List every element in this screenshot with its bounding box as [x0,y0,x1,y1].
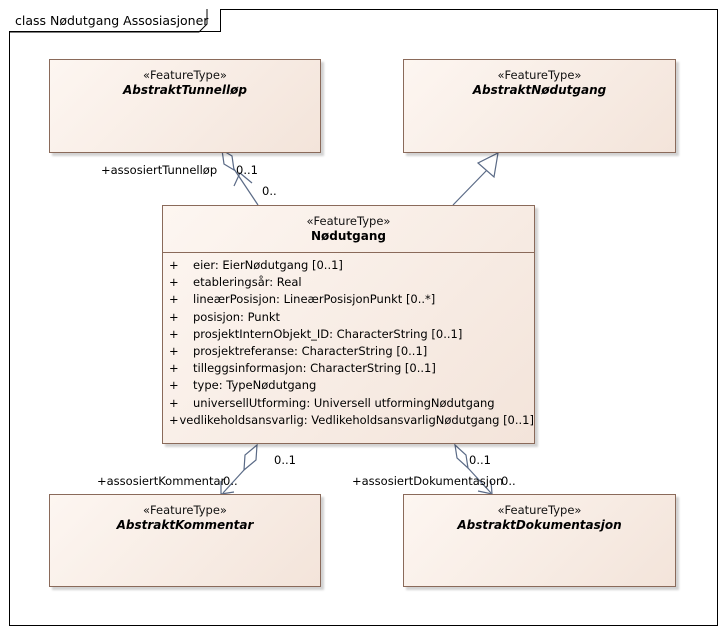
class-abstrakt-kommentar[interactable]: «FeatureType» AbstraktKommentar [49,494,321,587]
class-abstrakt-nodutgang[interactable]: «FeatureType» AbstraktNødutgang [403,59,676,153]
stereotype-label: «FeatureType» [143,503,227,517]
class-nodutgang[interactable]: «FeatureType» Nødutgang +eier: EierNødut… [162,205,535,444]
attribute-row[interactable]: +type: TypeNødutgang [169,378,317,393]
multiplicity-kommentar-source: 0..1 [274,453,296,467]
association-tunnellop[interactable] [221,148,259,206]
class-name: AbstraktKommentar [116,518,254,532]
class-name: AbstraktTunnelløp [123,83,247,97]
attribute-row[interactable]: +prosjektreferanse: CharacterString [0..… [169,344,428,359]
attribute-row[interactable]: +posisjon: Punkt [169,309,281,324]
attribute-row[interactable]: +tilleggsinformasjon: CharacterString [0… [169,361,436,376]
attribute-row[interactable]: +etableringsår: Real [169,275,302,290]
aggregation-diamond-tunnellop [221,148,235,172]
aggregation-diamond-dokumentasjon [454,443,469,470]
class-name: AbstraktDokumentasjon [457,518,622,532]
class-abstrakt-tunnellop[interactable]: «FeatureType» AbstraktTunnelløp [49,59,321,153]
stereotype-label: «FeatureType» [143,68,227,82]
class-abstrakt-dokumentasjon[interactable]: «FeatureType» AbstraktDokumentasjon [403,494,676,587]
generalization-triangle [476,151,499,179]
attribute-row[interactable]: +lineærPosisjon: LineærPosisjonPunkt [0.… [169,292,436,307]
attribute-compartment: +eier: EierNødutgang [0..1] +etablerings… [163,252,534,429]
diagram-frame [9,9,718,626]
class-name: Nødutgang [311,229,386,243]
attribute-row[interactable]: +universellUtforming: Universell utformi… [169,395,495,410]
class-name: AbstraktNødutgang [472,83,607,97]
role-label-tunnellop: +assosiertTunnelløp [101,163,218,177]
role-label-dokumentasjon: +assosiertDokumentasjon [352,474,504,488]
multiplicity-dokumentasjon-source: 0..1 [469,453,491,467]
association-kommentar[interactable] [220,443,258,495]
stereotype-label: «FeatureType» [497,503,582,517]
arrowhead-tunnellop [233,172,253,187]
attribute-row[interactable]: +eier: EierNødutgang [0..1] [169,258,343,272]
multiplicity-tunnellop-source: 0.. [262,184,277,198]
multiplicity-dokumentasjon-target: 0.. [501,474,516,488]
stereotype-label: «FeatureType» [306,214,391,228]
role-label-kommentar: +assosiertKommentar [97,474,226,488]
attribute-row[interactable]: +vedlikeholdsansvarlig: Vedlikeholdsansv… [169,412,534,427]
generalization-nodutgang[interactable] [452,151,499,206]
stereotype-label: «FeatureType» [497,68,582,82]
multiplicity-kommentar-target: 0.. [223,474,238,488]
association-dokumentasjon[interactable] [454,443,493,495]
multiplicity-tunnellop-target: 0..1 [236,163,258,177]
aggregation-diamond-kommentar [243,443,258,472]
attribute-row[interactable]: +prosjektInternObjekt_ID: CharacterStrin… [169,326,463,341]
